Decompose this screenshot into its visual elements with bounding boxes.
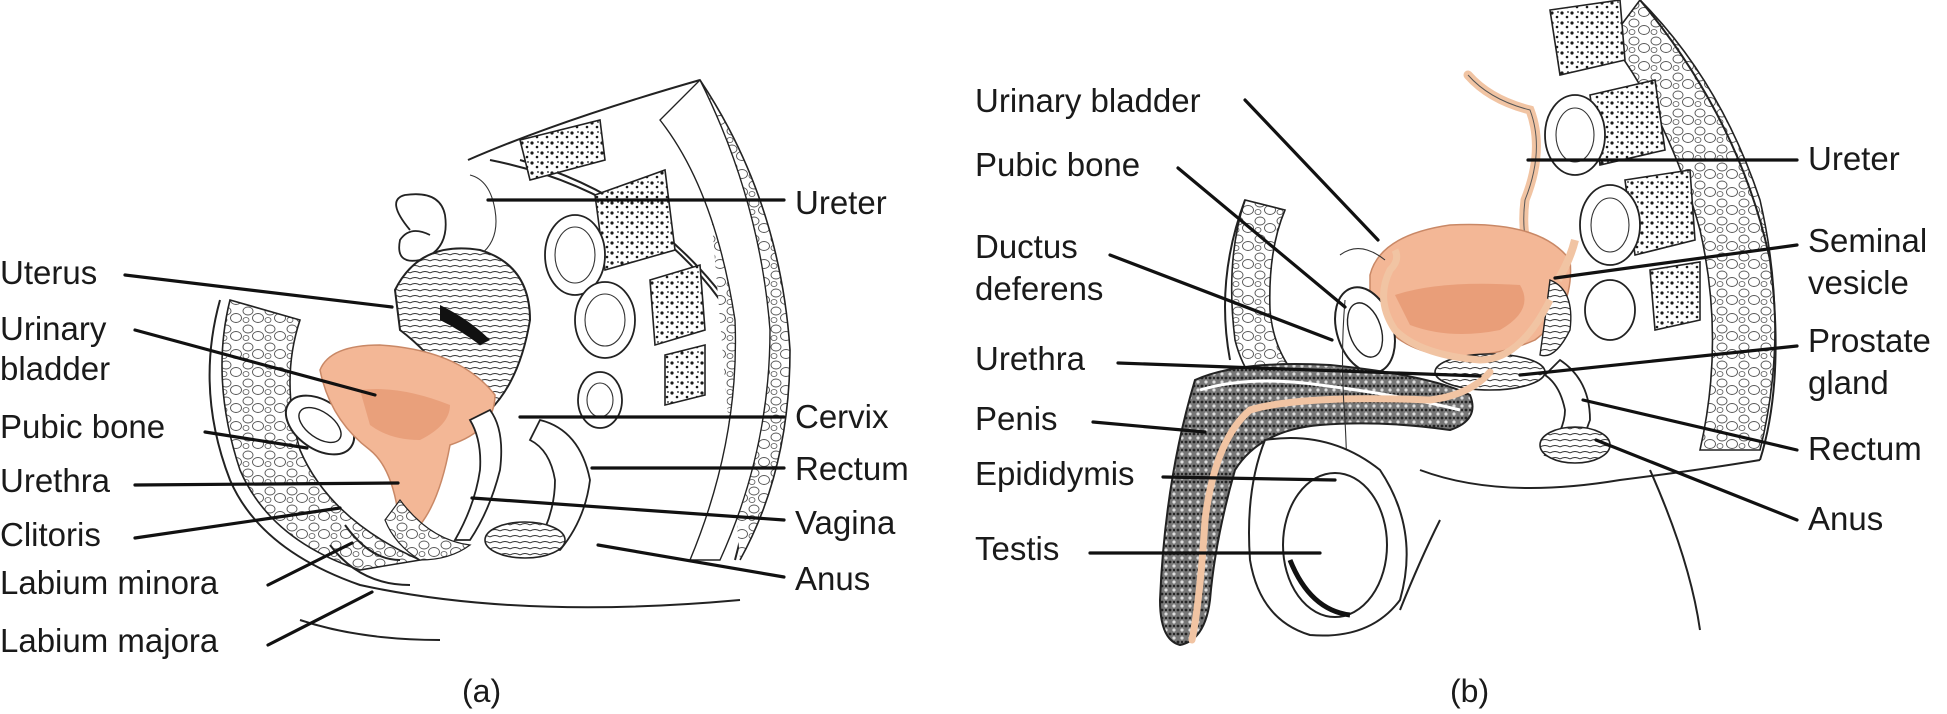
label-urinary-bladder-a-line1: Urinary <box>0 310 107 347</box>
label-testis-b: Testis <box>975 530 1059 567</box>
panel-a-labels: Ureter Uterus Urinary bladder Pubic bone… <box>0 184 909 709</box>
label-prostate-gland-b-line1: Prostate <box>1808 322 1931 359</box>
label-cervix-a: Cervix <box>795 398 889 435</box>
panel-b-labels: Urinary bladder Pubic bone Ductus defere… <box>975 82 1931 709</box>
label-ureter-b: Ureter <box>1808 140 1900 177</box>
label-urinary-bladder-a-line2: bladder <box>0 350 110 387</box>
ductus-deferens-b <box>1380 248 1554 364</box>
label-urinary-bladder-b: Urinary bladder <box>975 82 1201 119</box>
label-seminal-vesicle-b-line1: Seminal <box>1808 222 1927 259</box>
label-anus-a: Anus <box>795 560 870 597</box>
vagina-a <box>453 408 503 541</box>
caption-b: (b) <box>1450 673 1489 709</box>
label-uterus-a: Uterus <box>0 254 97 291</box>
urethra-b <box>1188 368 1494 644</box>
bowel-a <box>544 214 636 429</box>
panel-b-leaders <box>1088 98 1799 555</box>
label-penis-b: Penis <box>975 400 1058 437</box>
panel-a-leaders <box>123 198 786 647</box>
label-ductus-deferens-b-line2: deferens <box>975 270 1103 307</box>
bowel-b <box>1544 94 1641 341</box>
label-ductus-deferens-b-line1: Ductus <box>975 228 1078 265</box>
scrotum-b <box>1248 437 1408 637</box>
label-epididymis-b: Epididymis <box>975 455 1135 492</box>
panel-b-illustration <box>1158 0 1777 647</box>
label-labium-minora-a: Labium minora <box>0 564 219 601</box>
vertebrae-b <box>1549 0 1701 331</box>
label-ureter-a: Ureter <box>795 184 887 221</box>
label-anus-b: Anus <box>1808 500 1883 537</box>
label-seminal-vesicle-b-line2: vesicle <box>1808 264 1909 301</box>
label-vagina-a: Vagina <box>795 504 896 541</box>
rectum-a <box>484 418 591 559</box>
label-urethra-a: Urethra <box>0 462 111 499</box>
vertebrae-a <box>519 119 706 407</box>
label-prostate-gland-b-line2: gland <box>1808 364 1889 401</box>
panel-a-illustration <box>208 78 791 641</box>
ovary-loops-a <box>395 193 447 262</box>
bladder-b <box>1369 223 1579 357</box>
label-rectum-a: Rectum <box>795 450 909 487</box>
label-urethra-b: Urethra <box>975 340 1086 377</box>
label-clitoris-a: Clitoris <box>0 516 101 553</box>
caption-a: (a) <box>462 673 501 709</box>
label-rectum-b: Rectum <box>1808 430 1922 467</box>
label-pubic-bone-a: Pubic bone <box>0 408 165 445</box>
label-pubic-bone-b: Pubic bone <box>975 146 1140 183</box>
label-labium-majora-a: Labium majora <box>0 622 219 659</box>
rectum-b <box>1539 358 1611 464</box>
